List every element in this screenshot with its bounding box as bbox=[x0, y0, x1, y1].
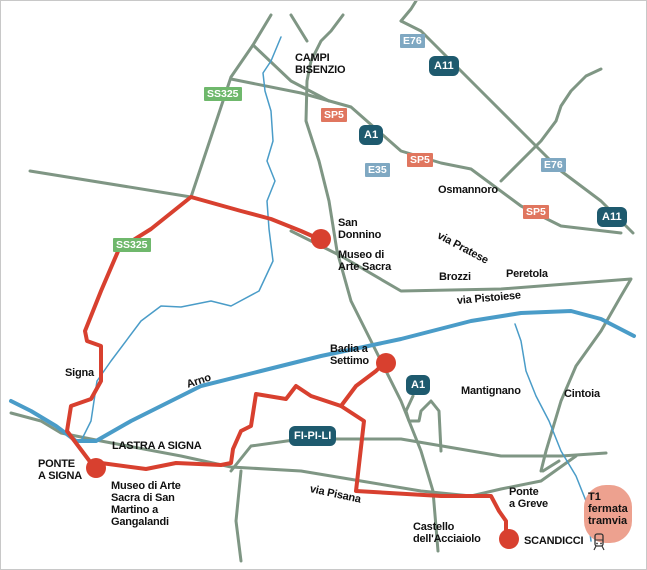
badge-a11-east: A11 bbox=[597, 207, 627, 227]
place-ponte-a-signa: PONTE A SIGNA bbox=[38, 458, 83, 482]
badge-a1-north: A1 bbox=[359, 125, 384, 145]
tram-stop-label: T1 fermata tramvia bbox=[588, 491, 628, 527]
stop-badia-a-settimo[interactable] bbox=[376, 353, 396, 373]
place-scandicci: SCANDICCI bbox=[524, 535, 584, 547]
tram-stop-t1[interactable]: T1 fermata tramvia bbox=[584, 485, 632, 543]
stop-san-donnino[interactable] bbox=[311, 229, 331, 249]
stop-scandicci[interactable] bbox=[499, 529, 519, 549]
stop-label-gangalandi: Museo di Arte Sacra di San Martino a Gan… bbox=[111, 480, 181, 528]
badge-fi-pi-li: FI-PI-LI bbox=[289, 426, 337, 446]
road-network bbox=[9, 1, 635, 563]
stop-label-san-donnino: San Donnino bbox=[338, 217, 382, 241]
place-castello-acciaiolo: Castello dell'Acciaiolo bbox=[413, 521, 481, 545]
river-network bbox=[9, 36, 636, 542]
stop-label-badia-a-settimo: Badia a Settimo bbox=[330, 343, 369, 367]
place-ponte-a-greve: Ponte a Greve bbox=[509, 486, 548, 510]
stop-ponte-a-signa[interactable] bbox=[86, 458, 106, 478]
place-osmannoro: Osmannoro bbox=[438, 184, 498, 196]
badge-ss325-north: SS325 bbox=[204, 87, 242, 101]
badge-a1-south: A1 bbox=[406, 375, 431, 395]
badge-e35: E35 bbox=[365, 163, 390, 177]
tram-icon bbox=[593, 533, 605, 551]
badge-a11-north: A11 bbox=[429, 56, 459, 76]
place-brozzi: Brozzi bbox=[439, 271, 471, 283]
badge-sp5-2: SP5 bbox=[407, 153, 433, 167]
stop-label-museo-arte-sacra: Museo di Arte Sacra bbox=[338, 249, 392, 273]
place-mantignano: Mantignano bbox=[461, 385, 521, 397]
place-peretola: Peretola bbox=[506, 268, 548, 280]
badge-sp5-1: SP5 bbox=[321, 108, 347, 122]
place-lastra-a-signa: LASTRA A SIGNA bbox=[112, 440, 202, 452]
badge-sp5-3: SP5 bbox=[523, 205, 549, 219]
badge-e76-east: E76 bbox=[541, 158, 566, 172]
place-signa: Signa bbox=[65, 367, 94, 379]
place-cintoia: Cintoia bbox=[564, 388, 600, 400]
place-campi-bisenzio: CAMPI BISENZIO bbox=[295, 52, 346, 76]
badge-ss325-south: SS325 bbox=[113, 238, 151, 252]
stops bbox=[86, 229, 519, 549]
badge-e76-north: E76 bbox=[400, 34, 425, 48]
